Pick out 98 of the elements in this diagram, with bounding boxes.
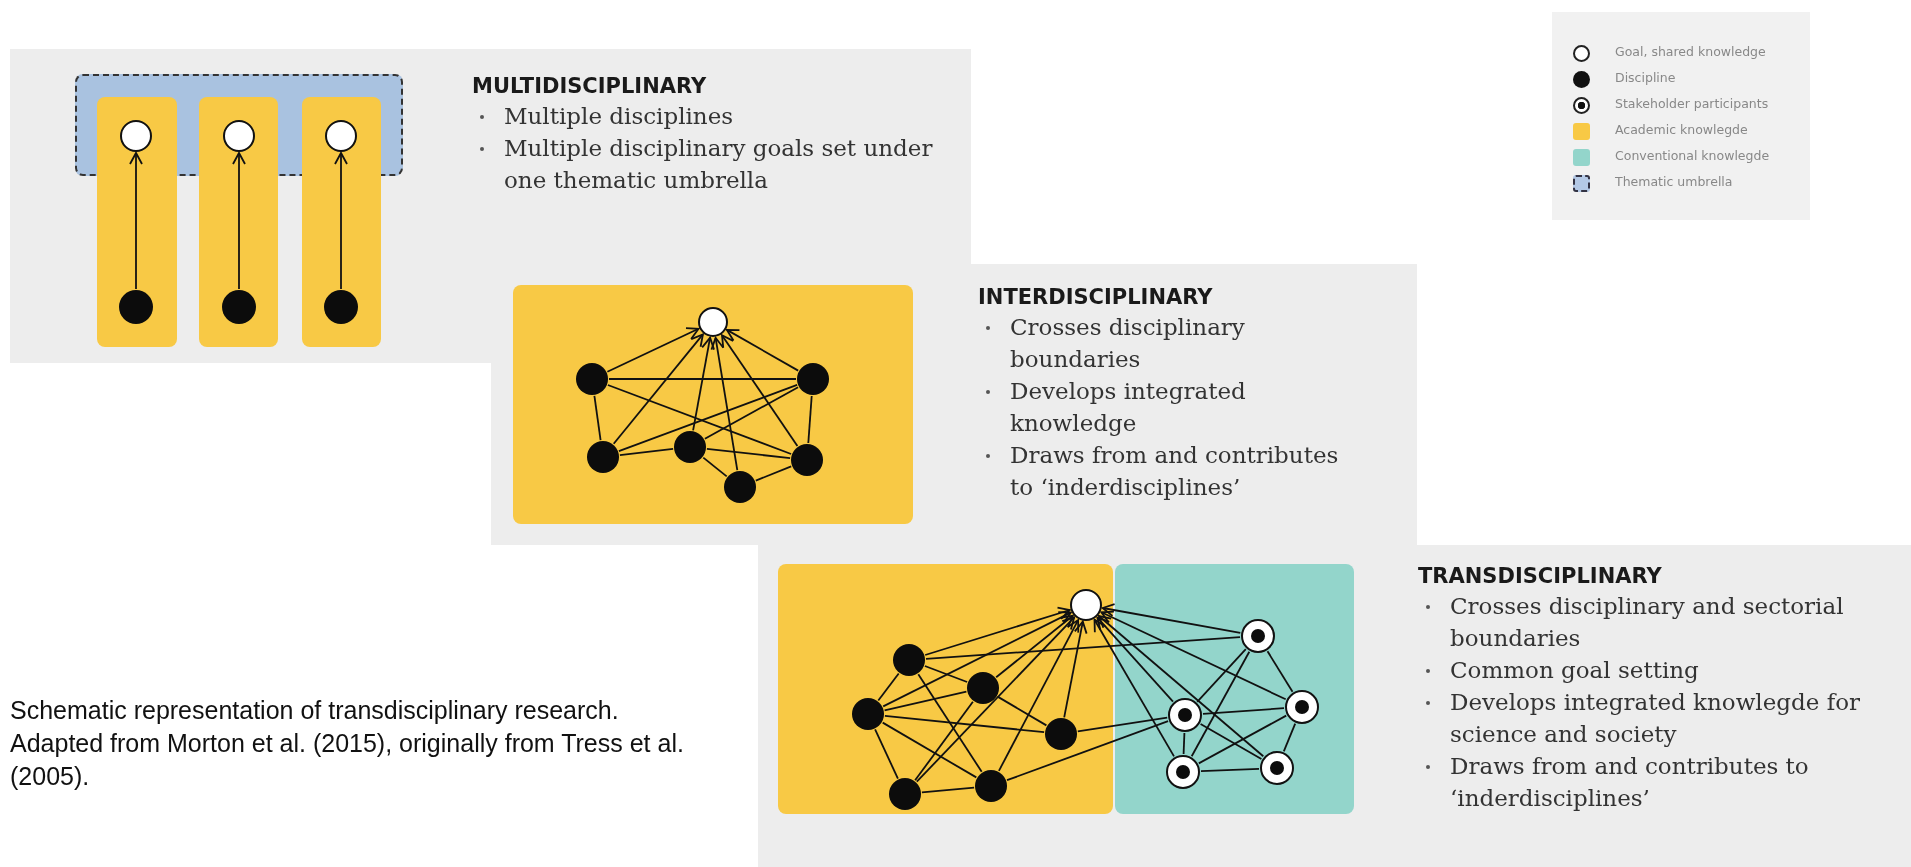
arrow bbox=[1063, 620, 1088, 719]
connector-line bbox=[1190, 650, 1251, 758]
arrow bbox=[915, 616, 1076, 783]
arrow bbox=[692, 336, 715, 432]
goal-circle bbox=[1070, 589, 1102, 621]
bullet-item: Common goal setting bbox=[1418, 654, 1868, 686]
arrow bbox=[924, 606, 1071, 656]
connector-line bbox=[1282, 722, 1297, 753]
knowledge-box bbox=[513, 285, 913, 524]
connector-line bbox=[874, 728, 899, 780]
arrow bbox=[232, 152, 246, 290]
connector-line bbox=[883, 690, 968, 712]
heading: TRANSDISCIPLINARY bbox=[1418, 563, 1663, 590]
discipline-dot bbox=[797, 363, 829, 395]
discipline-dot bbox=[967, 672, 999, 704]
knowledge-box bbox=[778, 564, 1113, 814]
bullet-item: Crosses disciplinary and sectorial boundaries bbox=[1418, 590, 1868, 654]
arrow bbox=[726, 329, 800, 372]
stakeholder-circle bbox=[1241, 619, 1275, 653]
discipline-dot bbox=[1045, 718, 1077, 750]
arrow bbox=[995, 614, 1074, 679]
column-box bbox=[302, 97, 381, 347]
legend-label: Academic knowlegde bbox=[1615, 122, 1748, 137]
connector-line bbox=[1199, 723, 1263, 760]
discipline-dot bbox=[893, 644, 925, 676]
connector-line bbox=[884, 714, 1045, 734]
connector-line bbox=[754, 465, 793, 482]
connector-line bbox=[1182, 732, 1186, 755]
discipline-dot bbox=[674, 431, 706, 463]
panel bbox=[758, 545, 1911, 867]
connector-line bbox=[702, 456, 728, 478]
goal-circle bbox=[698, 307, 728, 337]
arrow bbox=[606, 327, 700, 373]
arrow bbox=[1093, 618, 1175, 758]
stakeholder-circle bbox=[1285, 690, 1319, 724]
bullet-item: Draws from and contributes to ‘inderdisciplines’ bbox=[1418, 750, 1868, 814]
connector-line bbox=[914, 700, 974, 782]
legend-label: Goal, shared knowledge bbox=[1615, 44, 1766, 59]
discipline-dot bbox=[852, 698, 884, 730]
discipline-dot bbox=[975, 770, 1007, 802]
connector-line bbox=[593, 394, 602, 442]
arrow bbox=[1096, 616, 1174, 703]
connector-line bbox=[877, 672, 900, 702]
connector-line bbox=[921, 786, 975, 794]
legend-label: Conventional knowlegde bbox=[1615, 148, 1770, 163]
connector-line bbox=[619, 448, 674, 456]
bullet-item: Multiple disciplines bbox=[472, 100, 934, 132]
bullet-item: Crosses disciplinary boundaries bbox=[978, 311, 1363, 375]
connector-line bbox=[807, 395, 813, 444]
connector-line bbox=[1202, 707, 1285, 715]
column-box bbox=[199, 97, 278, 347]
arrow bbox=[721, 334, 799, 447]
connector-line bbox=[1076, 716, 1169, 733]
heading: INTERDISCIPLINARY bbox=[978, 284, 1214, 311]
bullet-item: Develops integrated knowlegde for science and society bbox=[1418, 686, 1868, 750]
arrow bbox=[1098, 615, 1265, 758]
stakeholder-circle bbox=[1166, 755, 1200, 789]
stakeholder-circle bbox=[1260, 751, 1294, 785]
connector-line bbox=[1266, 650, 1294, 693]
discipline-dot bbox=[724, 471, 756, 503]
legend-label: Discipline bbox=[1615, 70, 1676, 85]
connector-line bbox=[996, 695, 1048, 727]
bullet-item: Develops integrated knowledge bbox=[978, 375, 1363, 439]
connector-line bbox=[704, 386, 799, 440]
arrow bbox=[129, 152, 143, 290]
connector-line bbox=[706, 448, 791, 459]
discipline-dot bbox=[889, 778, 921, 810]
connector-line bbox=[608, 378, 797, 380]
bullet-item: Draws from and contributes to ‘inderdisciplines’ bbox=[978, 439, 1363, 503]
connector-line bbox=[925, 636, 1241, 660]
stakeholder-circle bbox=[1168, 698, 1202, 732]
connector-line bbox=[917, 673, 983, 773]
connector-line bbox=[924, 665, 968, 683]
arrow bbox=[334, 152, 348, 290]
heading: MULTIDISCIPLINARY bbox=[472, 73, 708, 100]
arrow bbox=[882, 611, 1072, 708]
bullet-item: Multiple disciplinary goals set under one thematic umbrella bbox=[472, 132, 934, 196]
arrow bbox=[612, 333, 704, 445]
discipline-dot bbox=[324, 290, 358, 324]
discipline-dot bbox=[119, 290, 153, 324]
discipline-dot bbox=[791, 444, 823, 476]
connector-line bbox=[881, 721, 978, 779]
connector-line bbox=[1196, 648, 1247, 703]
knowledge-box bbox=[1115, 564, 1354, 814]
arrow bbox=[1100, 610, 1287, 701]
legend-label: Thematic umbrella bbox=[1615, 174, 1733, 189]
discipline-dot bbox=[587, 441, 619, 473]
discipline-dot bbox=[222, 290, 256, 324]
caption: Schematic representation of transdisciplinary research. Adapted from Morton et al. (2015), originally from Tress et al. (2005). bbox=[10, 695, 685, 792]
connector-line bbox=[1006, 720, 1169, 782]
arrow bbox=[1101, 603, 1242, 634]
discipline-dot bbox=[576, 363, 608, 395]
legend-label: Stakeholder participants bbox=[1615, 96, 1769, 111]
connector-line bbox=[1197, 714, 1288, 765]
arrow bbox=[710, 336, 739, 472]
column-box bbox=[97, 97, 177, 347]
arrow bbox=[998, 619, 1080, 772]
connector-line bbox=[1200, 767, 1260, 773]
